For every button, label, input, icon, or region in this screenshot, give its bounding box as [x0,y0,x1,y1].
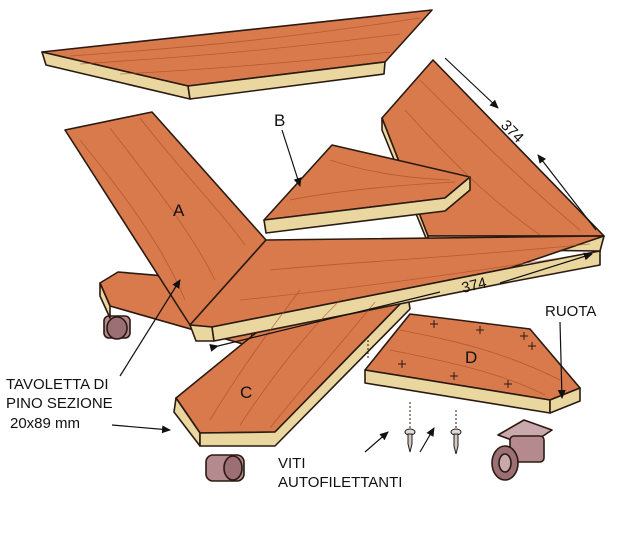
wheel-note: RUOTA [545,303,596,320]
label-part-b: B [274,111,285,130]
board-note-line2: PINO SEZIONE [6,395,113,412]
board-note-line3: 20x89 mm [10,415,80,432]
caster-wheel-right [491,419,553,481]
screws-note-line2: AUTOFILETTANTI [278,474,402,491]
screws-note-line1: VITI [278,455,306,472]
dimension-lines [209,57,597,352]
label-part-c: C [240,383,252,402]
caster-wheel-left [103,315,131,340]
dimension-long-label: 374 [460,274,488,297]
label-part-a: A [173,201,185,220]
caster-wheel-bottom [205,454,245,482]
label-part-d: D [465,348,477,367]
board-note-line1: TAVOLETTA DI [6,376,109,393]
screws [367,336,462,455]
wood-grain [69,17,591,429]
board-c [173,295,411,447]
panel-d-screw-marks [398,320,536,388]
top-panel [41,9,433,100]
leader-arrows [111,129,566,453]
